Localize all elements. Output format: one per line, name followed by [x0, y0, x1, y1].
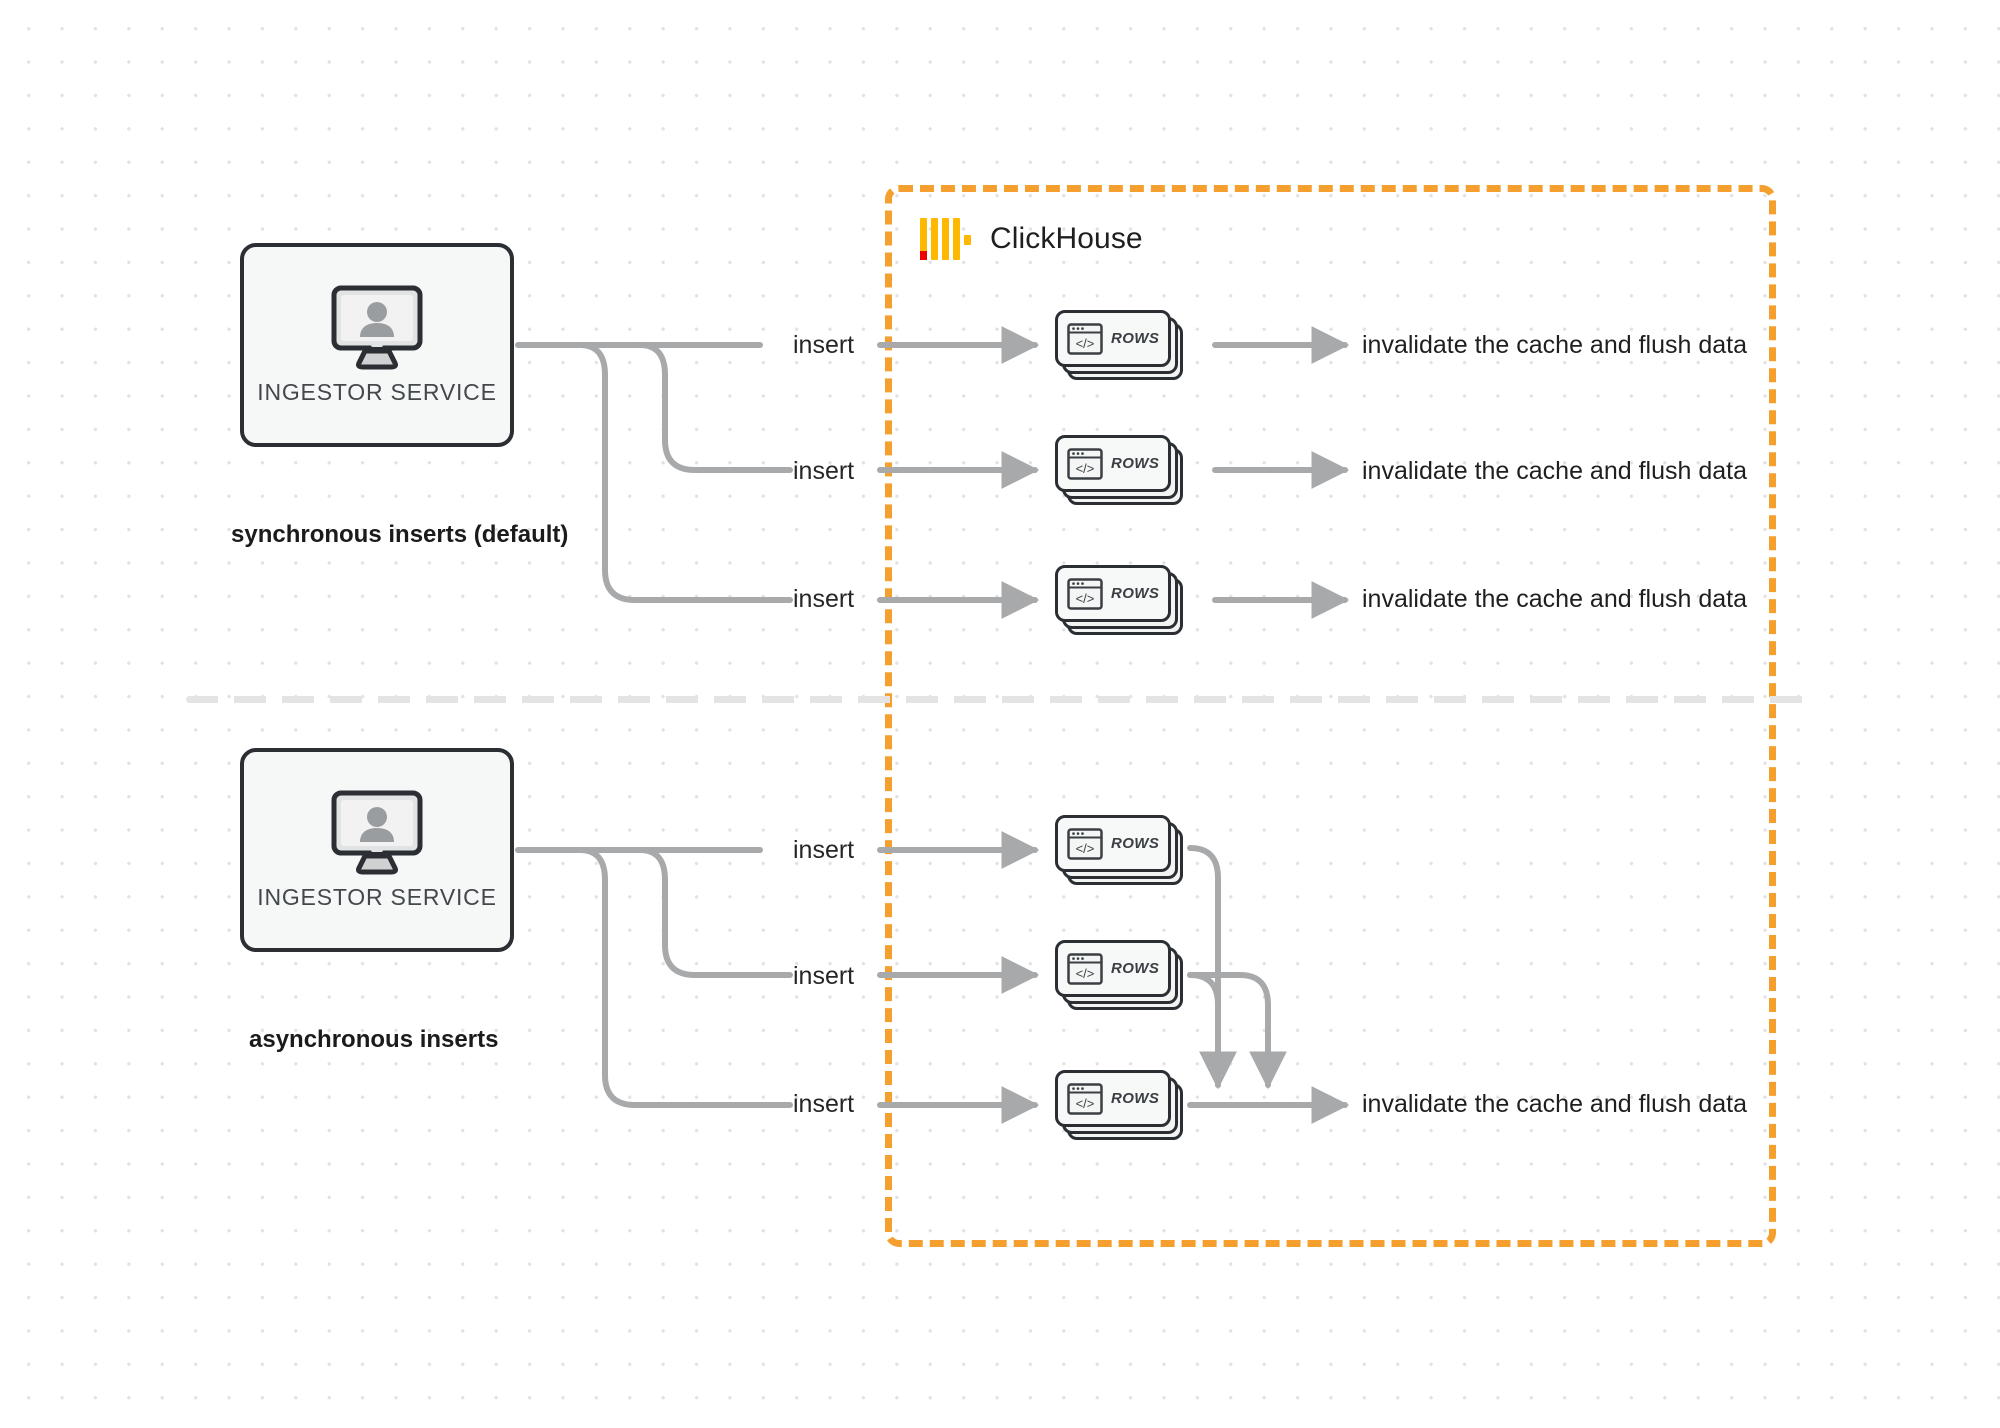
result-label-async-merged: invalidate the cache and flush data	[1362, 1090, 1747, 1118]
result-label-sync-2: invalidate the cache and flush data	[1362, 457, 1747, 485]
section-divider	[186, 696, 1816, 703]
insert-label-async-3: insert	[793, 1090, 855, 1118]
clickhouse-logo-icon	[920, 218, 971, 260]
svg-text:</>: </>	[1076, 841, 1095, 856]
ingestor-service-asynchronous[interactable]: INGESTOR SERVICE	[240, 748, 514, 952]
rows-block-sync-3[interactable]: </> ROWS	[1055, 565, 1183, 635]
ingestor-service-synchronous[interactable]: INGESTOR SERVICE	[240, 243, 514, 447]
rows-stack-front: </> ROWS	[1055, 310, 1171, 367]
rows-block-sync-2[interactable]: </> ROWS	[1055, 435, 1183, 505]
code-window-icon: </>	[1067, 952, 1103, 985]
monitor-user-icon	[331, 790, 423, 874]
code-window-icon: </>	[1067, 322, 1103, 355]
monitor-user-icon	[331, 285, 423, 369]
svg-text:</>: </>	[1076, 1096, 1095, 1111]
rows-stack-front: </> ROWS	[1055, 565, 1171, 622]
code-window-icon: </>	[1067, 447, 1103, 480]
rows-block-sync-1[interactable]: </> ROWS	[1055, 310, 1183, 380]
clickhouse-header: ClickHouse	[920, 218, 1143, 260]
rows-label: ROWS	[1111, 330, 1160, 347]
mode-label-asynchronous: asynchronous inserts	[249, 1026, 499, 1053]
result-label-sync-1: invalidate the cache and flush data	[1362, 331, 1747, 359]
insert-label-async-1: insert	[793, 836, 855, 864]
svg-text:</>: </>	[1076, 336, 1095, 351]
code-window-icon: </>	[1067, 827, 1103, 860]
rows-block-async-2[interactable]: </> ROWS	[1055, 940, 1183, 1010]
svg-text:</>: </>	[1076, 591, 1095, 606]
insert-label-sync-1: insert	[793, 331, 855, 359]
result-label-sync-3: invalidate the cache and flush data	[1362, 585, 1747, 613]
ingestor-caption: INGESTOR SERVICE	[257, 378, 497, 405]
mode-label-synchronous: synchronous inserts (default)	[231, 521, 569, 548]
code-window-icon: </>	[1067, 577, 1103, 610]
rows-stack-front: </> ROWS	[1055, 435, 1171, 492]
rows-block-async-1[interactable]: </> ROWS	[1055, 815, 1183, 885]
code-window-icon: </>	[1067, 1082, 1103, 1115]
svg-text:</>: </>	[1076, 966, 1095, 981]
rows-label: ROWS	[1111, 835, 1160, 852]
rows-label: ROWS	[1111, 1090, 1160, 1107]
ingestor-caption: INGESTOR SERVICE	[257, 883, 497, 910]
rows-label: ROWS	[1111, 455, 1160, 472]
rows-stack-front: </> ROWS	[1055, 940, 1171, 997]
clickhouse-title: ClickHouse	[990, 222, 1143, 255]
rows-stack-front: </> ROWS	[1055, 1070, 1171, 1127]
svg-text:</>: </>	[1076, 461, 1095, 476]
insert-label-sync-2: insert	[793, 457, 855, 485]
rows-label: ROWS	[1111, 960, 1160, 977]
insert-label-sync-3: insert	[793, 585, 855, 613]
rows-label: ROWS	[1111, 585, 1160, 602]
clickhouse-boundary	[885, 185, 1776, 1247]
insert-label-async-2: insert	[793, 962, 855, 990]
rows-stack-front: </> ROWS	[1055, 815, 1171, 872]
rows-block-async-3[interactable]: </> ROWS	[1055, 1070, 1183, 1140]
